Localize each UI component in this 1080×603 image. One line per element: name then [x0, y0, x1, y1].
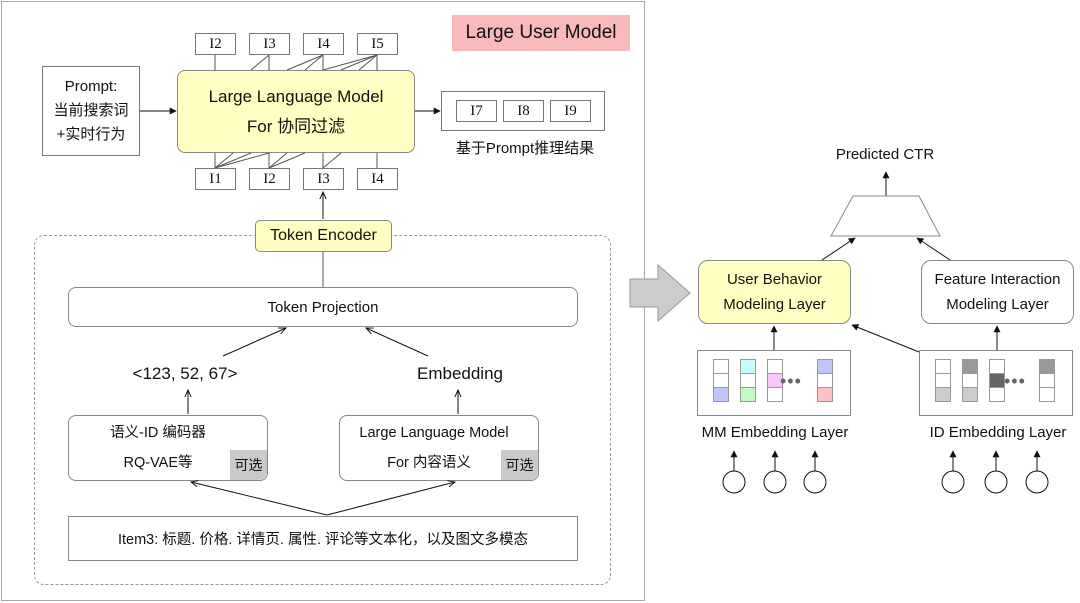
encoder-subtitle: RQ-VAE等: [123, 455, 193, 471]
embedding-cell: [740, 359, 756, 374]
embedding-cell: [1039, 387, 1055, 402]
embedding-vector: [935, 359, 951, 402]
semantic-id-value: <123, 52, 67>: [132, 364, 238, 383]
embedding-cell: [935, 387, 951, 402]
optional-badge: 可选: [501, 450, 538, 480]
prompt-line: 当前搜索词: [53, 102, 129, 119]
id-to-ub-arrow: [851, 324, 920, 353]
inference-results: I7 I8 I9: [441, 91, 605, 131]
result-token: I8: [503, 100, 544, 122]
feature-interaction-layer: Feature Interaction Modeling Layer: [921, 260, 1074, 324]
input-feature-node: [803, 470, 827, 494]
item-input: Item3: 标题. 价格. 详情页. 属性. 评论等文本化，以及图文多模态: [68, 516, 578, 561]
embedding-vector: [740, 359, 756, 402]
mm-embedding-group: •••: [697, 350, 851, 416]
embedding-vector: [1039, 359, 1055, 402]
output-token: I2: [195, 33, 236, 55]
result-token: I9: [550, 100, 591, 122]
embedding-cell: [1039, 359, 1055, 374]
input-feature-node: [722, 470, 746, 494]
embedding-cell: [989, 359, 1005, 374]
embedding-cell: [962, 359, 978, 374]
embedding-vector: [989, 359, 1005, 402]
prompt-line: +实时行为: [56, 126, 126, 143]
output-token: I5: [357, 33, 398, 55]
prompt-box: Prompt: 当前搜索词 +实时行为: [42, 66, 140, 156]
embedding-cell: [713, 359, 729, 374]
embedding-vector: [713, 359, 729, 402]
mm-embedding-label: MM Embedding Layer: [701, 424, 849, 441]
llm-content-semantics: Large Language Model For 内容语义 可选: [339, 415, 539, 481]
input-feature-node: [984, 470, 1008, 494]
embedding-vector: [817, 359, 833, 402]
embedding-cell: [817, 359, 833, 374]
embedding-cell: [767, 387, 783, 402]
embedding-vector: [767, 359, 783, 402]
input-token: I4: [357, 168, 398, 190]
embedding-cell: [1039, 373, 1055, 388]
embedding-cell: [989, 373, 1005, 388]
encoder-title: 语义-ID 编码器: [110, 425, 206, 441]
embedding-cell: [740, 373, 756, 388]
ellipsis: •••: [1004, 371, 1026, 391]
embedding-cell: [989, 387, 1005, 402]
embedding-cell: [935, 373, 951, 388]
input-token: I2: [249, 168, 290, 190]
embedding-cell: [962, 387, 978, 402]
embedding-vector: [962, 359, 978, 402]
fi-to-mlp-arrow: [916, 237, 951, 261]
mlp-label: MLP: [869, 208, 901, 225]
results-label: 基于Prompt推理结果: [455, 140, 595, 157]
id-embedding-label: ID Embedding Layer: [929, 424, 1067, 441]
predicted-ctr-label: Predicted CTR: [835, 146, 935, 163]
input-feature-node: [1025, 470, 1049, 494]
input-token: I1: [195, 168, 236, 190]
user-behavior-layer: User Behavior Modeling Layer: [698, 260, 851, 324]
output-token: I3: [249, 33, 290, 55]
embedding-cell: [740, 387, 756, 402]
panel-title: Large User Model: [452, 15, 630, 51]
token-projection: Token Projection: [68, 287, 578, 327]
embedding-cell: [935, 359, 951, 374]
llm-content-subtitle: For 内容语义: [387, 455, 471, 471]
result-token: I7: [456, 100, 497, 122]
llm-content-title: Large Language Model: [359, 425, 509, 441]
fi-line: Feature Interaction: [934, 271, 1061, 288]
input-feature-node: [941, 470, 965, 494]
ub-line: Modeling Layer: [723, 296, 826, 313]
output-token: I4: [303, 33, 344, 55]
input-feature-node: [763, 470, 787, 494]
embedding-cell: [713, 373, 729, 388]
llm-collaborative-filtering: Large Language Model For 协同过滤: [177, 70, 415, 153]
llm-subtitle: For 协同过滤: [246, 116, 346, 136]
optional-badge: 可选: [230, 450, 267, 480]
input-token: I3: [303, 168, 344, 190]
embedding-cell: [817, 387, 833, 402]
id-embedding-group: •••: [919, 350, 1073, 416]
embedding-cell: [713, 387, 729, 402]
semantic-id-encoder: 语义-ID 编码器 RQ-VAE等 可选: [68, 415, 268, 481]
ellipsis: •••: [780, 371, 802, 391]
embedding-label: Embedding: [416, 364, 503, 383]
token-encoder: Token Encoder: [255, 220, 392, 252]
llm-title: Large Language Model: [208, 86, 384, 106]
fi-line: Modeling Layer: [946, 296, 1049, 313]
embedding-cell: [962, 373, 978, 388]
ub-to-mlp-arrow: [821, 237, 856, 261]
embedding-cell: [817, 373, 833, 388]
ub-line: User Behavior: [726, 271, 823, 288]
prompt-line: Prompt:: [64, 78, 118, 95]
